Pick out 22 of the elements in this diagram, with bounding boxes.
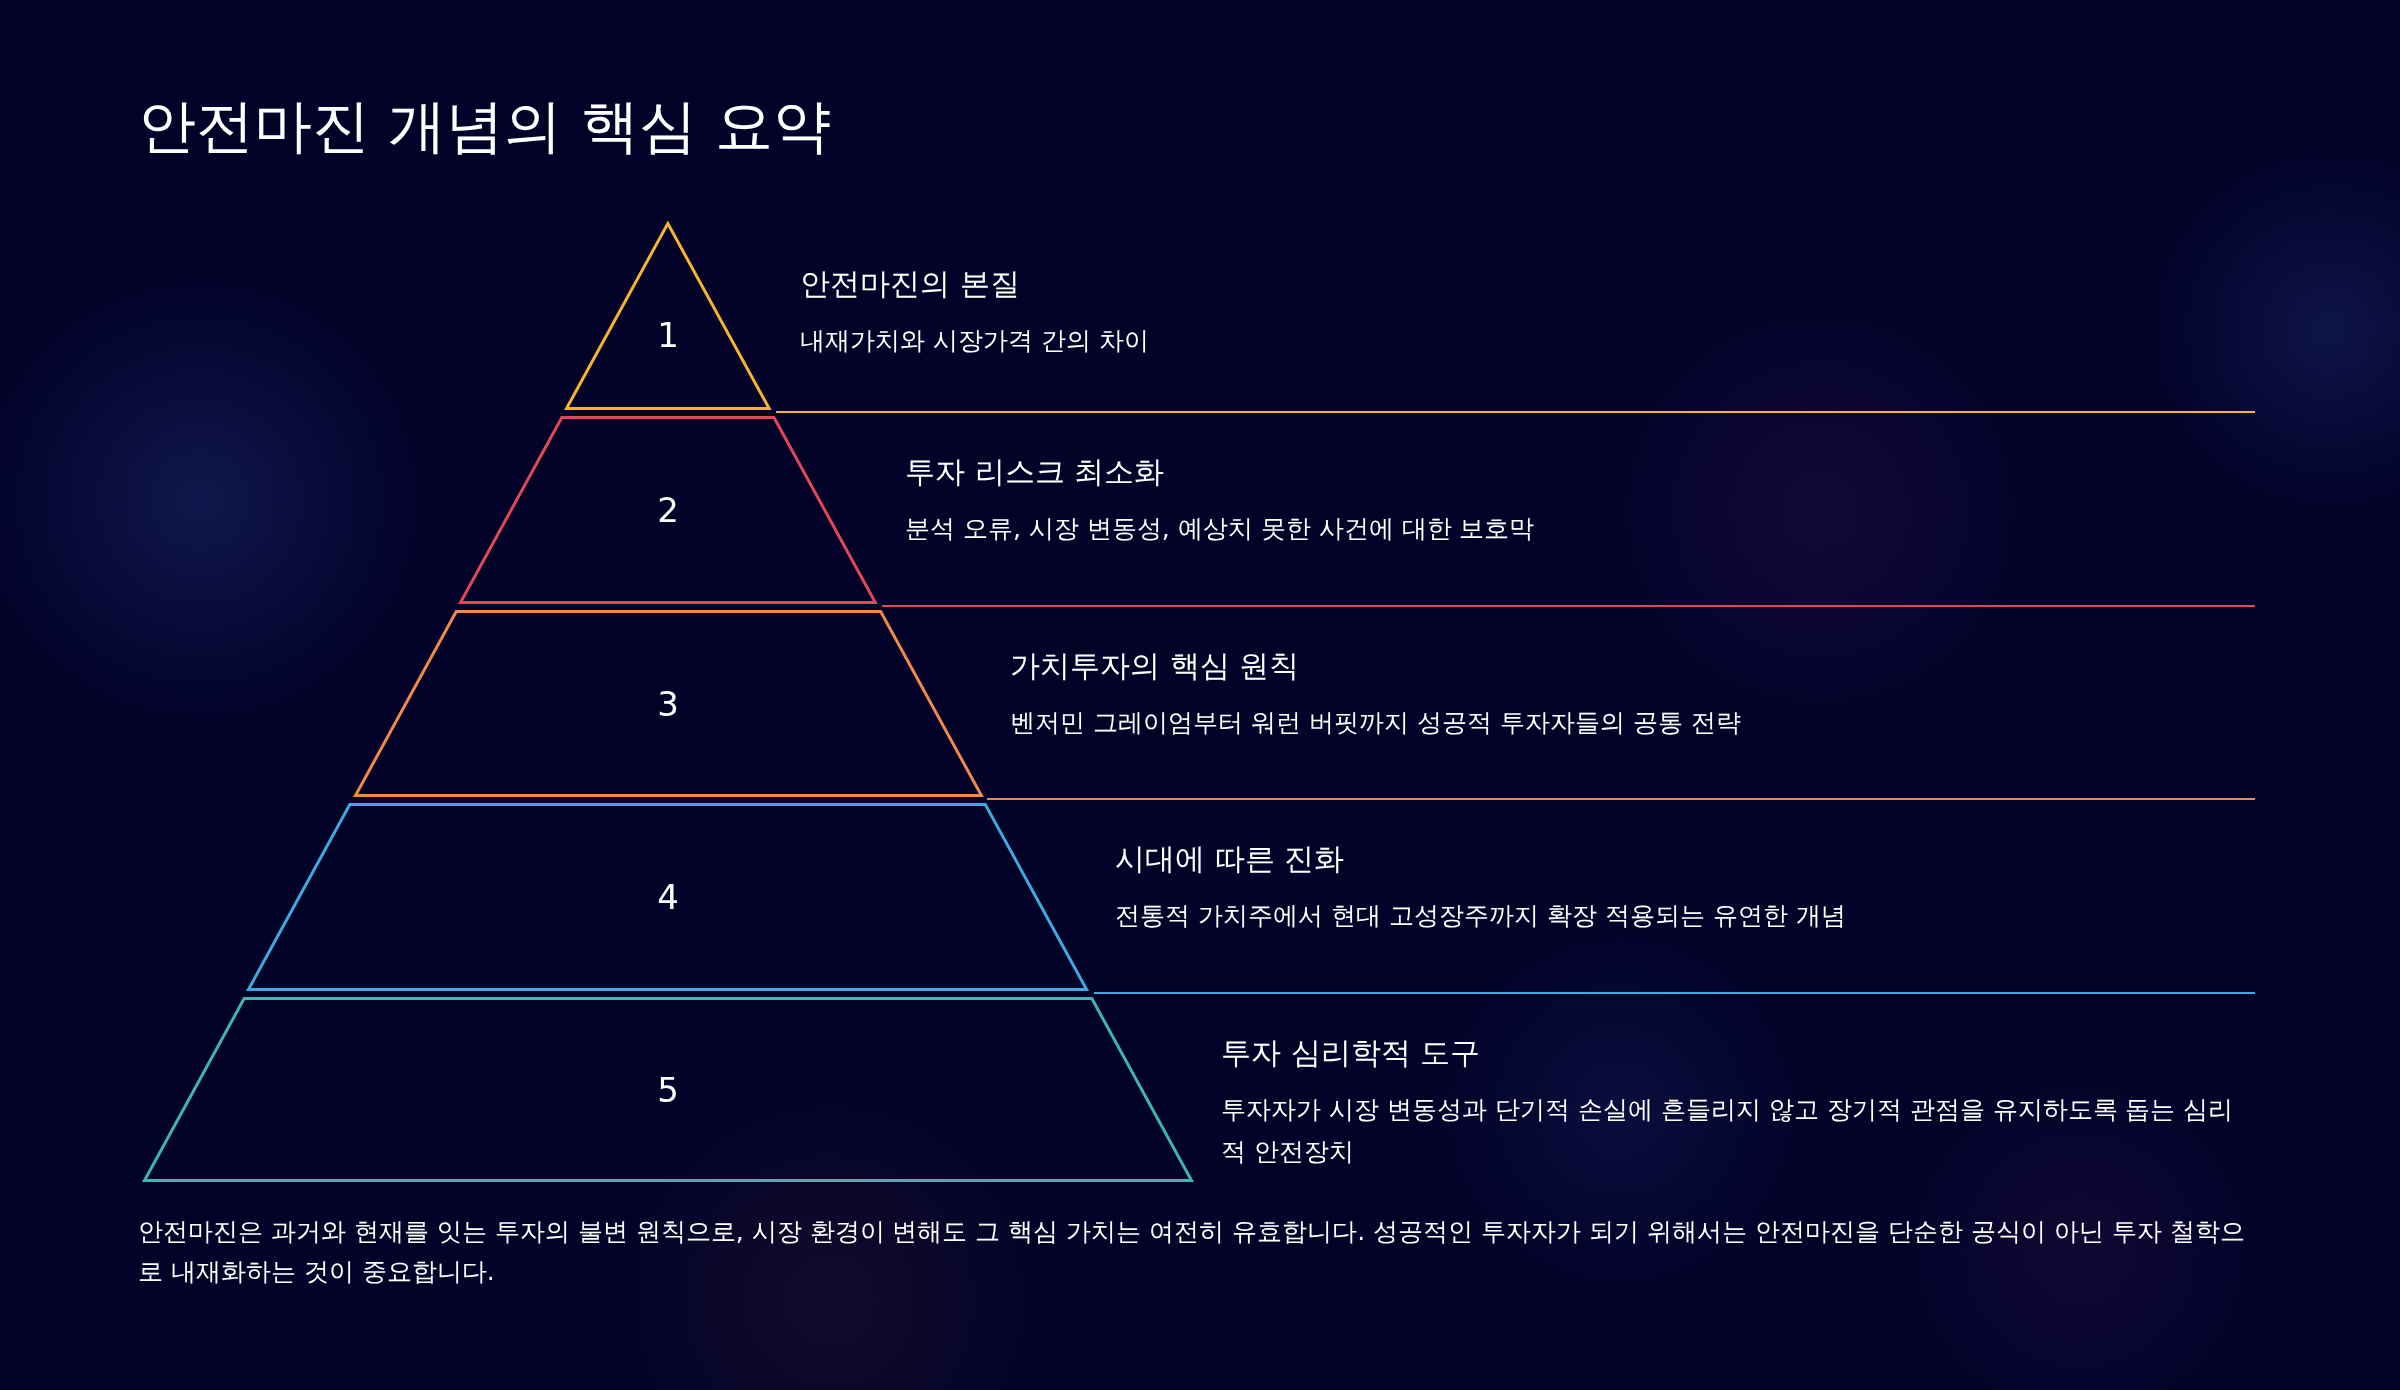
tier-number: 3 <box>656 682 680 726</box>
tier-number: 1 <box>656 313 680 357</box>
tier-heading: 시대에 따른 진화 <box>1115 840 1345 878</box>
caption: 안전마진은 과거와 현재를 잇는 투자의 불변 원칙으로, 시장 환경이 변해도 그 핵심 가치는 여전히 유효합니다. 성공적인 투자자가 되기 위해서는 안전마진을 단순한 공식이 아닌 투자 철학으로 내재화하는 것이 중요합니다. <box>138 1216 2246 1288</box>
tier-description: 벤저민 그레이엄부터 워런 버핏까지 성공적 투자자들의 공통 전략 <box>1010 707 1742 739</box>
tier-description: 내재가치와 시장가격 간의 차이 <box>800 325 1150 357</box>
tier-heading: 투자 심리학적 도구 <box>1221 1034 1481 1072</box>
tier-description: 전통적 가치주에서 현대 고성장주까지 확장 적용되는 유연한 개념 <box>1115 900 1847 932</box>
pyramid-tier <box>565 222 771 410</box>
tier-description: 분석 오류, 시장 변동성, 예상치 못한 사건에 대한 보호막 <box>905 513 1536 545</box>
pyramid-tier <box>143 997 1193 1182</box>
tier-heading: 안전마진의 본질 <box>800 265 1020 303</box>
pyramid-tier <box>353 610 983 797</box>
tier-number: 4 <box>656 876 680 919</box>
tier-heading: 투자 리스크 최소화 <box>905 453 1165 491</box>
pyramid-tier <box>459 416 877 604</box>
tier-heading: 가치투자의 핵심 원칙 <box>1010 647 1300 685</box>
tier-number: 5 <box>656 1068 680 1112</box>
tier-number: 2 <box>656 489 680 532</box>
tier-description: 투자자가 시장 변동성과 단기적 손실에 흔들리지 않고 장기적 관점을 유지하도록 돕는 심리적 안전장치 <box>1221 1094 2235 1168</box>
pyramid-tier <box>247 803 1089 991</box>
title: 안전마진 개념의 핵심 요약 <box>138 91 832 162</box>
